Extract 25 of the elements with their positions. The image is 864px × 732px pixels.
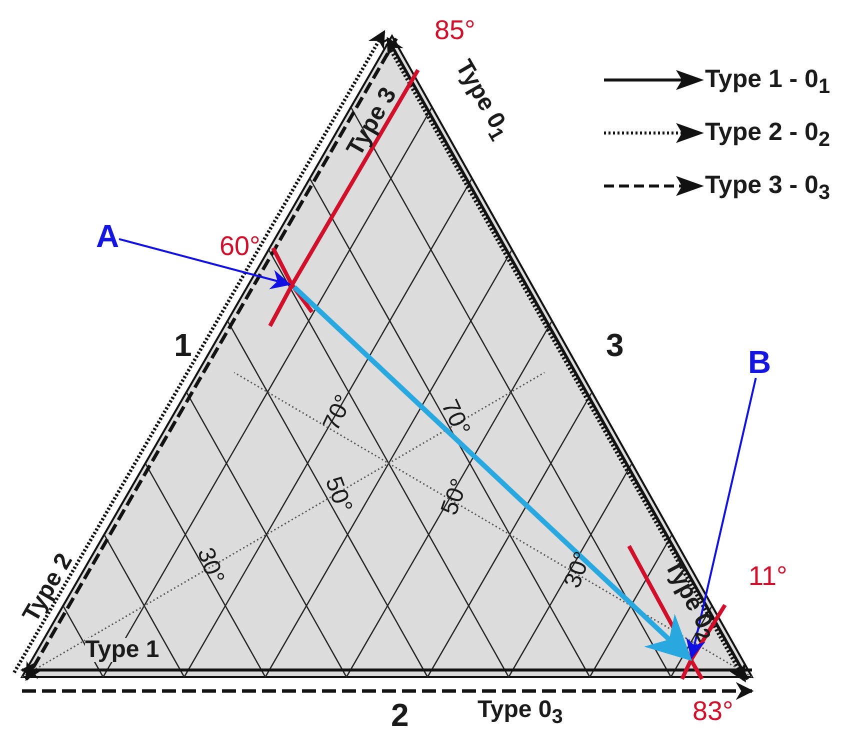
- legend-text: Type 3 - 0$_{3}$: [705, 173, 830, 204]
- angle-value: 30°: [192, 544, 228, 588]
- angle-value: 60°: [220, 232, 260, 260]
- arrow: [292, 285, 692, 662]
- angle-value: 50°: [438, 476, 473, 518]
- angle-value: 83°: [692, 698, 734, 724]
- legend-text: Type 1 - 0$_{1}$: [705, 67, 830, 98]
- legend-text: Type 2 - 0$_{2}$: [705, 120, 830, 151]
- point-label: A: [96, 220, 120, 252]
- side-label: Type 0$_{3}$: [478, 698, 563, 726]
- angle-value: 70°: [320, 391, 357, 435]
- side-number: 2: [391, 699, 409, 731]
- side-number: 3: [606, 329, 624, 361]
- arrow: [118, 238, 292, 290]
- angle-value: 70°: [436, 396, 474, 440]
- side-number: 1: [174, 329, 192, 361]
- angle-marker: [268, 247, 314, 327]
- angle-value: 11°: [748, 562, 788, 590]
- side-label: Type 1: [85, 638, 160, 662]
- angle-value: 50°: [320, 474, 356, 516]
- angle-marker: [627, 545, 727, 680]
- angle-value: 30°: [560, 548, 596, 592]
- angle-value: 85°: [434, 16, 476, 44]
- point-label: B: [748, 346, 772, 378]
- arrow: [686, 378, 757, 660]
